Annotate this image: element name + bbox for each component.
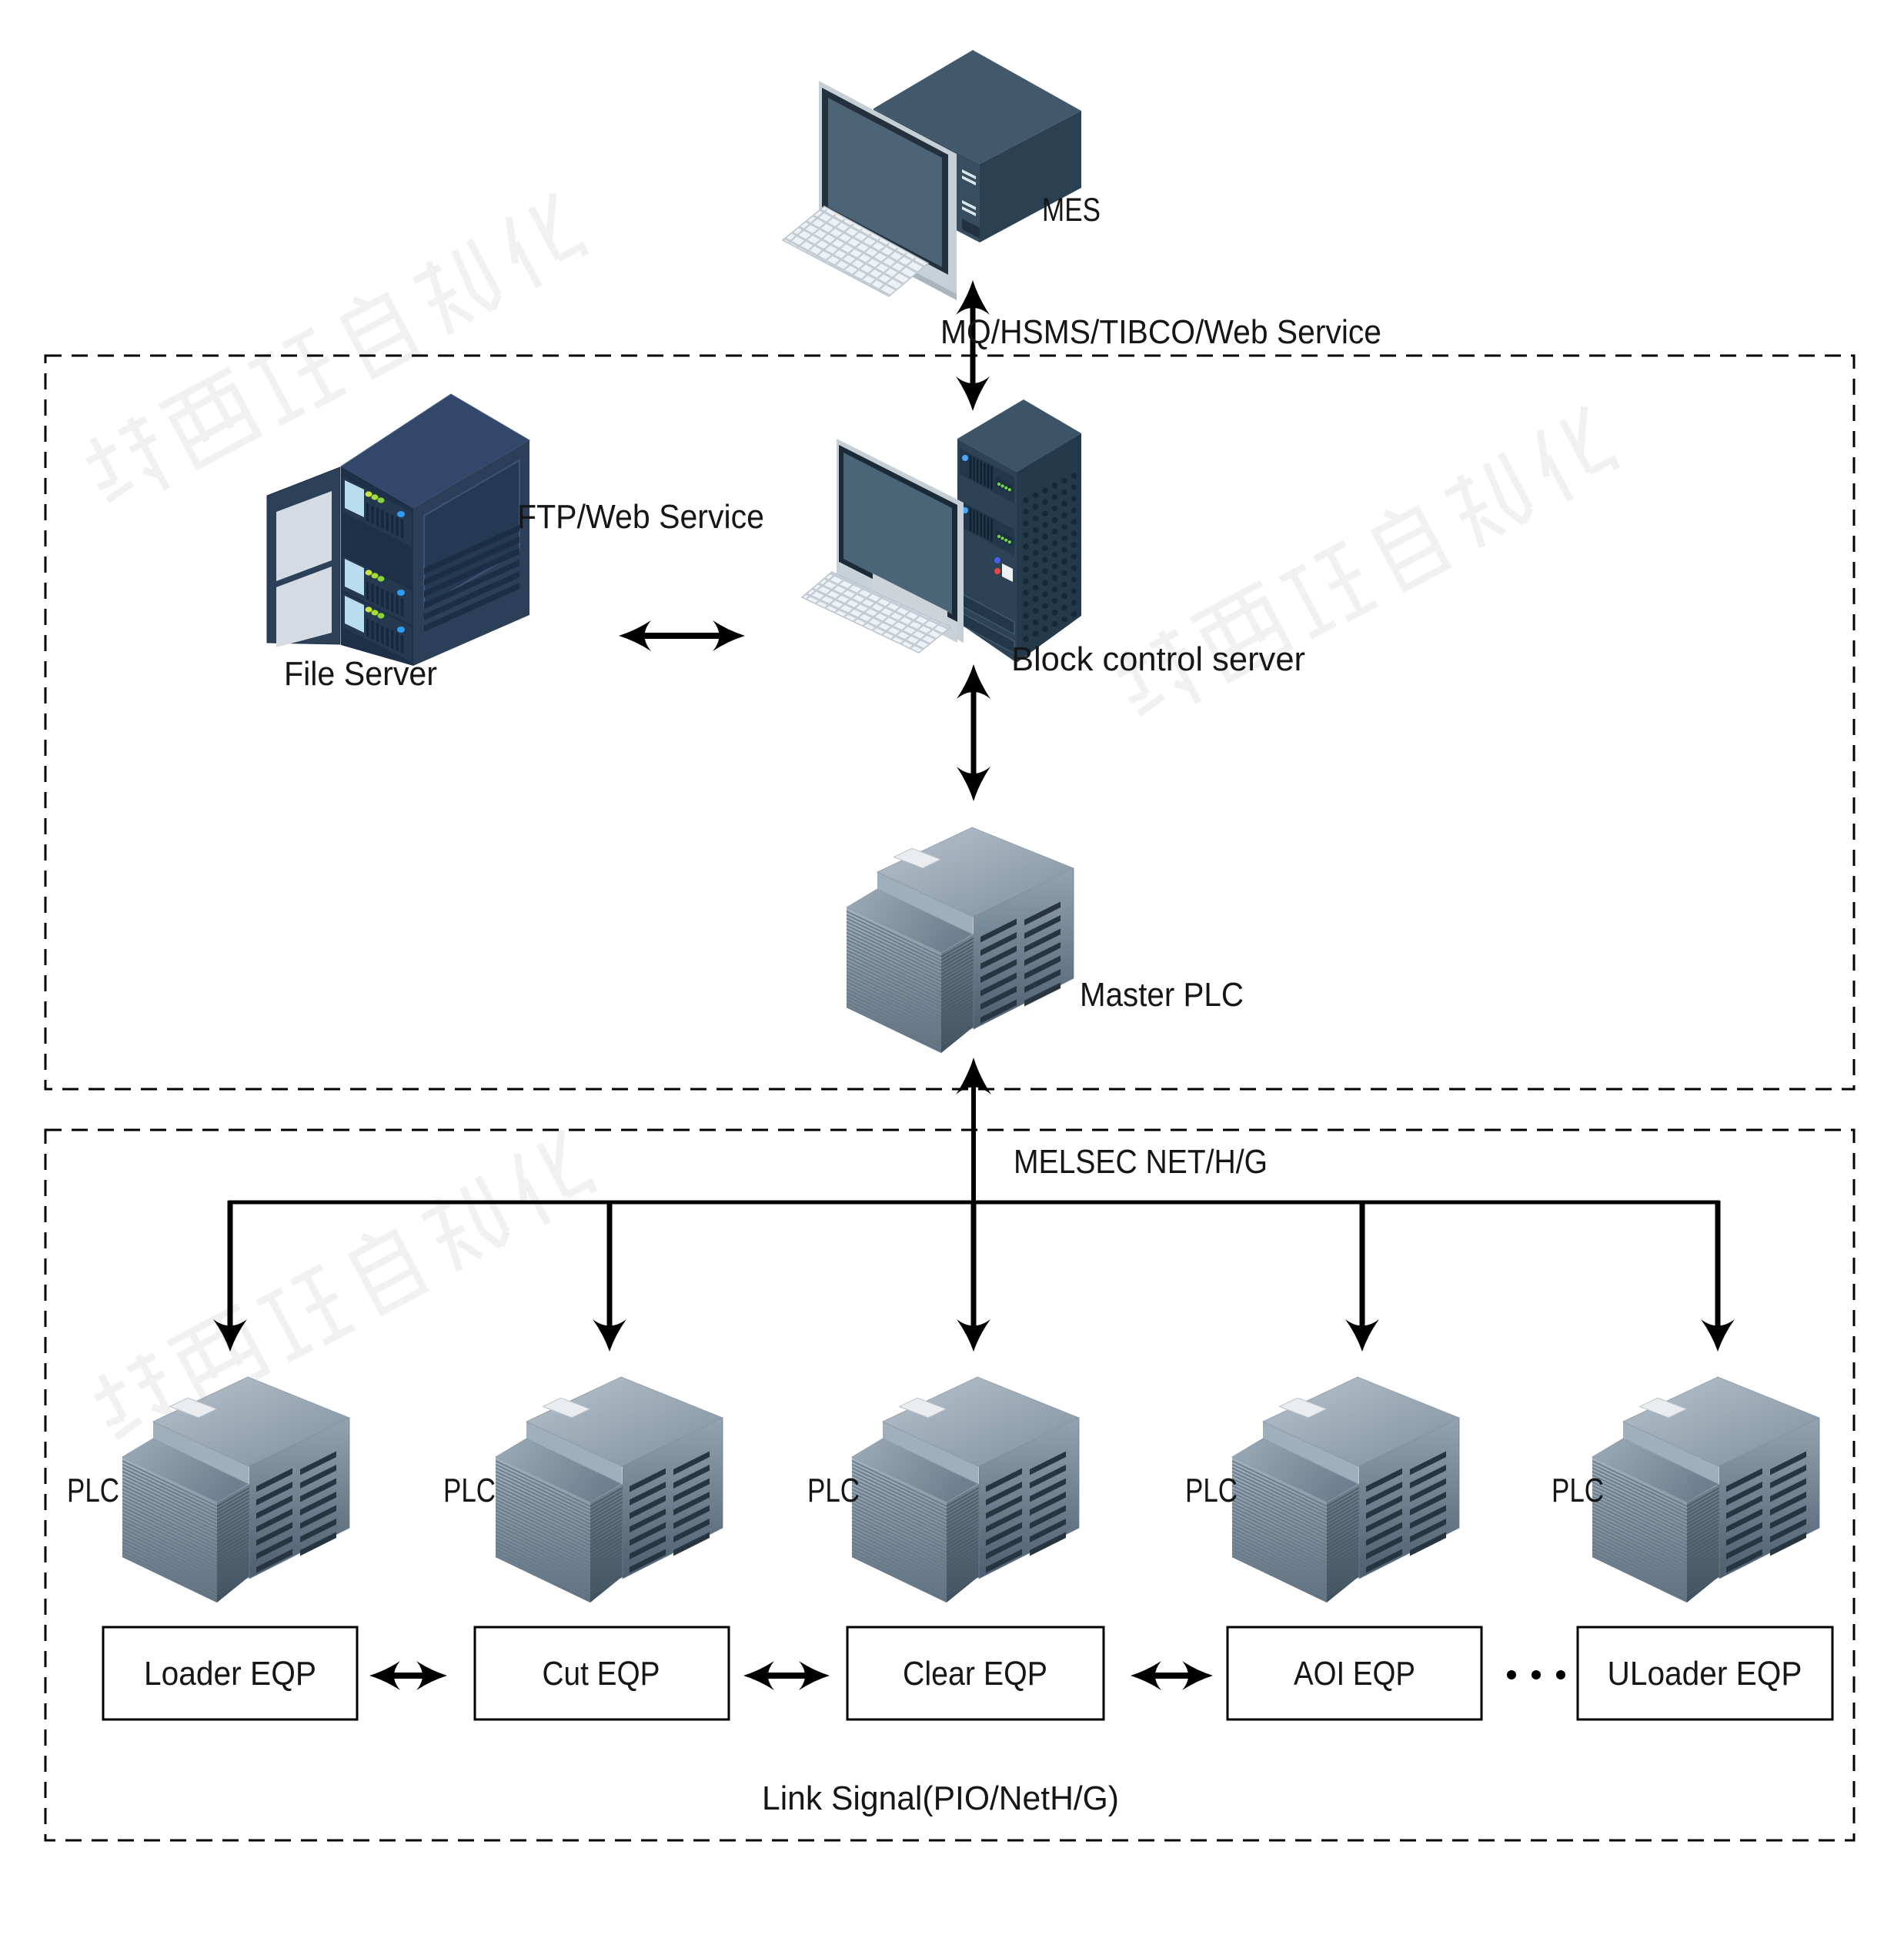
- svg-text:File Server: File Server: [284, 655, 437, 693]
- svg-text:Block control server: Block control server: [1011, 640, 1305, 678]
- svg-text:MELSEC NET/H/G: MELSEC NET/H/G: [1014, 1143, 1268, 1181]
- svg-text:Link Signal(PIO/NetH/G): Link Signal(PIO/NetH/G): [762, 1780, 1119, 1817]
- svg-text:PLC: PLC: [1185, 1472, 1238, 1509]
- svg-text:Master PLC: Master PLC: [1080, 976, 1244, 1014]
- svg-text:ULoader EQP: ULoader EQP: [1608, 1655, 1802, 1693]
- svg-text:MQ/HSMS/TIBCO/Web Service: MQ/HSMS/TIBCO/Web Service: [940, 313, 1381, 351]
- svg-text:MES: MES: [1042, 192, 1101, 229]
- svg-text:PLC: PLC: [807, 1472, 860, 1509]
- svg-text:PLC: PLC: [443, 1472, 496, 1509]
- svg-text:PLC: PLC: [67, 1472, 119, 1509]
- svg-text:Cut EQP: Cut EQP: [543, 1655, 660, 1693]
- svg-text:Clear EQP: Clear EQP: [903, 1655, 1047, 1693]
- svg-text:AOI EQP: AOI EQP: [1294, 1655, 1415, 1693]
- svg-text:FTP/Web Service: FTP/Web Service: [517, 498, 764, 536]
- svg-text:PLC: PLC: [1552, 1472, 1604, 1509]
- svg-text:Loader EQP: Loader EQP: [144, 1655, 316, 1693]
